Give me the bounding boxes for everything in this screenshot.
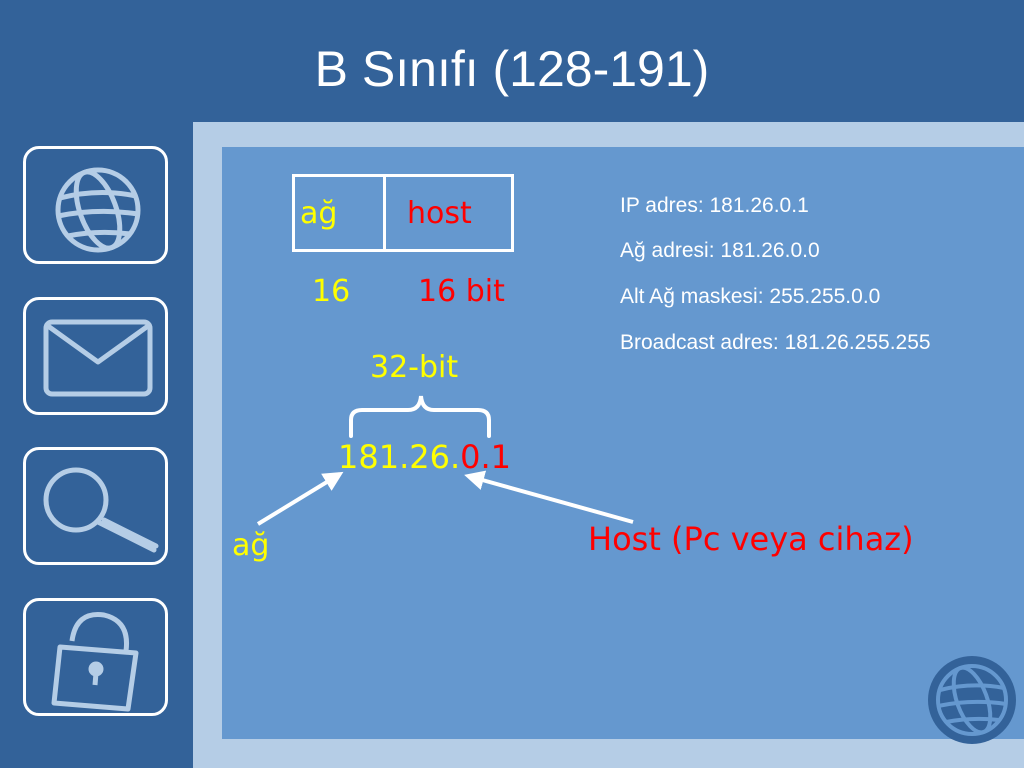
brace-label: 32-bit	[370, 350, 459, 385]
network-bit-count: 16	[312, 274, 351, 309]
address-structure-box	[292, 174, 514, 252]
host-arrow	[464, 470, 634, 524]
ip-host-part: 0.1	[460, 438, 512, 476]
curly-brace	[349, 395, 491, 438]
info-subnet-mask: Alt Ağ maskesi: 255.255.0.0	[620, 285, 881, 308]
network-arrow	[256, 471, 344, 526]
network-pointer-label: ağ	[232, 528, 270, 563]
padlock-icon	[51, 612, 139, 712]
info-broadcast-address: Broadcast adres: 181.26.255.255	[620, 331, 931, 354]
info-ip-address: IP adres: 181.26.0.1	[620, 194, 809, 217]
globe-icon	[55, 167, 141, 253]
info-network-address: Ağ adresi: 181.26.0.0	[620, 239, 820, 262]
host-pointer-label: Host (Pc veya cihaz)	[588, 520, 914, 558]
envelope-icon	[43, 319, 153, 397]
ip-network-part: 181.26.	[338, 438, 461, 476]
content-panel	[222, 147, 1024, 739]
nav-tile-mail[interactable]	[23, 297, 168, 415]
nav-tile-search[interactable]	[23, 447, 168, 565]
host-bit-count: 16 bit	[418, 274, 505, 309]
nav-tile-globe[interactable]	[23, 146, 168, 264]
corner-globe-icon	[928, 656, 1016, 744]
magnifier-icon	[43, 467, 159, 553]
ip-address: 181.26.0.1	[338, 438, 511, 476]
field-divider	[383, 177, 386, 249]
host-field-label: host	[407, 196, 472, 231]
slide-title: B Sınıfı (128-191)	[314, 41, 710, 97]
nav-tile-lock[interactable]	[23, 598, 168, 716]
network-field-label: ağ	[300, 196, 338, 231]
